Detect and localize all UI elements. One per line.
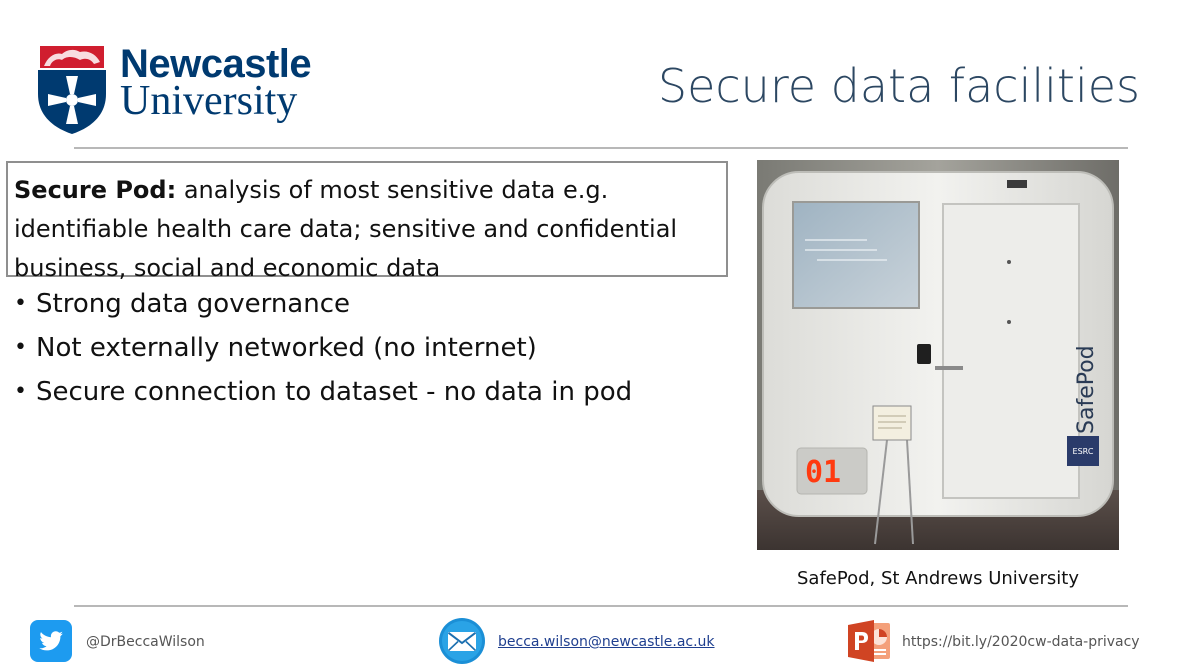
highlight-box xyxy=(6,161,728,277)
highlight-lead: Secure Pod: xyxy=(14,176,177,204)
twitter-handle[interactable]: @DrBeccaWilson xyxy=(86,634,205,650)
pod-brand-text: SafePod xyxy=(1074,345,1099,434)
powerpoint-icon[interactable] xyxy=(846,617,892,665)
highlight-text: Secure Pod: analysis of most sensitive d… xyxy=(14,171,726,288)
bullet-item: Secure connection to dataset - no data i… xyxy=(12,370,712,414)
bullet-item: Not externally networked (no internet) xyxy=(12,326,712,370)
photo-caption: SafePod, St Andrews University xyxy=(796,568,1079,589)
logo-wordmark-line2: University xyxy=(120,78,298,124)
header-divider xyxy=(74,147,1128,149)
safepod-illustration: 01 SafePod ESRC xyxy=(757,160,1119,550)
slide-title: Secure data facilities xyxy=(657,59,1140,113)
footer-divider xyxy=(74,605,1128,607)
university-logo: Newcastle University xyxy=(36,42,326,138)
twitter-icon[interactable] xyxy=(30,620,72,662)
email-icon[interactable] xyxy=(438,617,486,665)
pod-number: 01 xyxy=(805,455,841,490)
safepod-photo: 01 SafePod ESRC xyxy=(757,160,1119,550)
email-link[interactable]: becca.wilson@newcastle.ac.uk xyxy=(498,634,715,650)
pod-badge: ESRC xyxy=(1073,447,1094,456)
highlight-body: analysis of most sensitive data e.g. ide… xyxy=(14,176,678,282)
bullet-list: Strong data governance Not externally ne… xyxy=(12,282,712,414)
bullet-item: Strong data governance xyxy=(12,282,712,326)
short-url[interactable]: https://bit.ly/2020cw-data-privacy xyxy=(902,634,1140,650)
university-shield-icon xyxy=(38,44,106,134)
info-stand xyxy=(872,405,914,545)
logo-wordmark-line1: Newcastle xyxy=(120,42,312,86)
